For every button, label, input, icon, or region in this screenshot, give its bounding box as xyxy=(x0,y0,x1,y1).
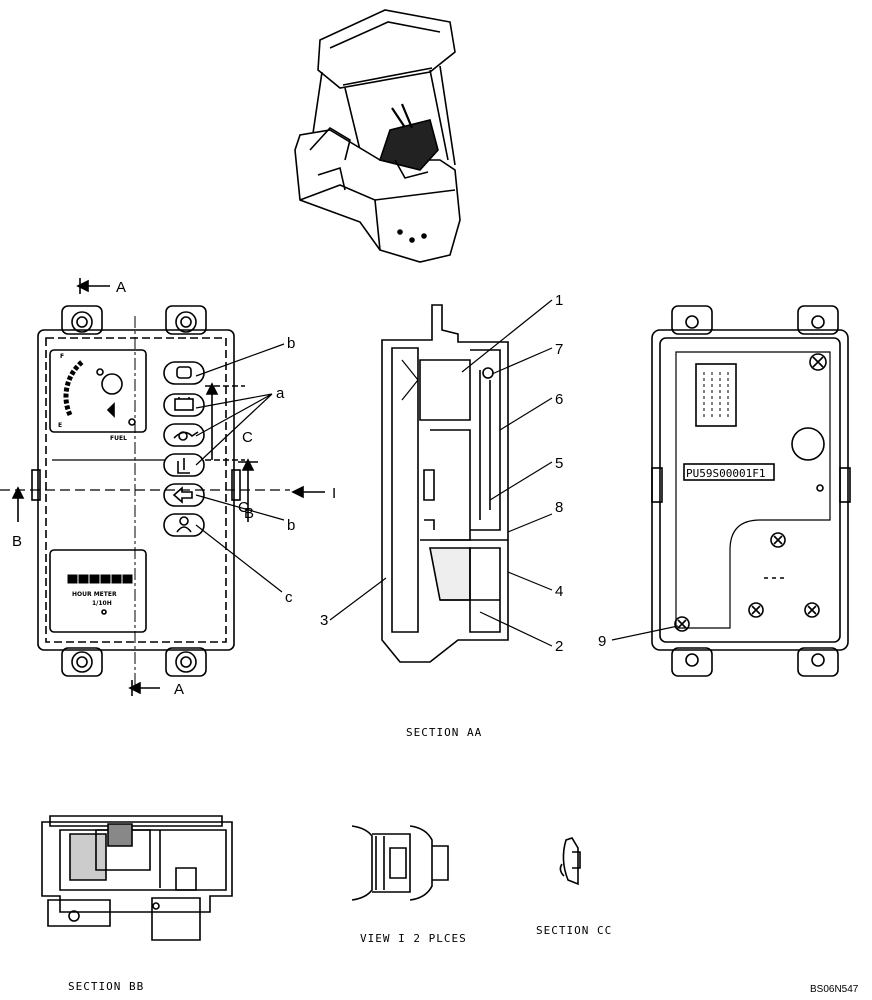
section-mark-b-right: B xyxy=(244,505,254,522)
hour-meter-unit: 1/10H xyxy=(92,600,112,607)
callout-b-mid: b xyxy=(287,517,295,534)
section-mark-a-bottom: A xyxy=(174,681,184,698)
caption-section-bb: SECTION BB xyxy=(68,980,144,993)
view-i-mark: I xyxy=(332,485,336,502)
rear-callout-line xyxy=(611,625,679,641)
section-mark-c-upper: C xyxy=(242,429,253,446)
callout-9: 9 xyxy=(598,633,606,650)
seatbelt-icon xyxy=(176,516,192,533)
section-mark-c-arrows xyxy=(205,382,245,461)
section-bb-view xyxy=(41,815,233,941)
monitor-rear-view xyxy=(651,305,851,677)
air-filter-icon xyxy=(172,486,193,504)
callout-5: 5 xyxy=(555,455,563,472)
monitor-front-view xyxy=(0,305,290,690)
section-cc-detail xyxy=(559,837,581,886)
part-number-label: PU59S00001F1 xyxy=(686,467,765,480)
fuel-empty-label: E xyxy=(58,422,62,429)
section-mark-b-arrows xyxy=(11,458,258,522)
callout-7: 7 xyxy=(555,341,563,358)
section-mark-a-top: A xyxy=(116,279,126,296)
callout-8: 8 xyxy=(555,499,563,516)
glow-plug-icon xyxy=(176,366,192,379)
caption-view-i: VIEW I 2 PLCES xyxy=(360,932,467,945)
oil-pressure-icon xyxy=(173,431,199,441)
section-mark-b-left: B xyxy=(12,533,22,550)
front-callout-lines xyxy=(195,343,285,593)
view-i-detail xyxy=(351,825,449,901)
hour-meter-label: HOUR METER xyxy=(72,591,117,598)
section-aa-callout-lines xyxy=(329,299,553,647)
section-mark-c-lower: C xyxy=(238,499,249,516)
section-mark-a-arrows xyxy=(76,278,160,696)
fuel-label: FUEL xyxy=(110,435,127,442)
section-aa-view xyxy=(381,304,509,663)
callout-2: 2 xyxy=(555,638,563,655)
fuel-gauge-icon xyxy=(63,360,84,417)
caption-section-cc: SECTION CC xyxy=(536,924,612,937)
callout-3: 3 xyxy=(320,612,328,629)
connector-icon xyxy=(695,363,737,427)
fuel-full-label: F xyxy=(60,353,64,360)
callout-c: c xyxy=(285,589,293,606)
excavator-cab-illustration xyxy=(294,9,461,263)
callout-b-top: b xyxy=(287,335,295,352)
caption-section-aa: SECTION AA xyxy=(406,726,482,739)
figure-code: BS06N547 xyxy=(810,984,859,995)
battery-charge-icon xyxy=(174,397,194,411)
callout-4: 4 xyxy=(555,583,563,600)
callout-1: 1 xyxy=(555,292,563,309)
callout-6: 6 xyxy=(555,391,563,408)
callout-a: a xyxy=(276,385,285,402)
water-temp-icon xyxy=(177,458,190,474)
view-i-arrow xyxy=(291,485,325,499)
